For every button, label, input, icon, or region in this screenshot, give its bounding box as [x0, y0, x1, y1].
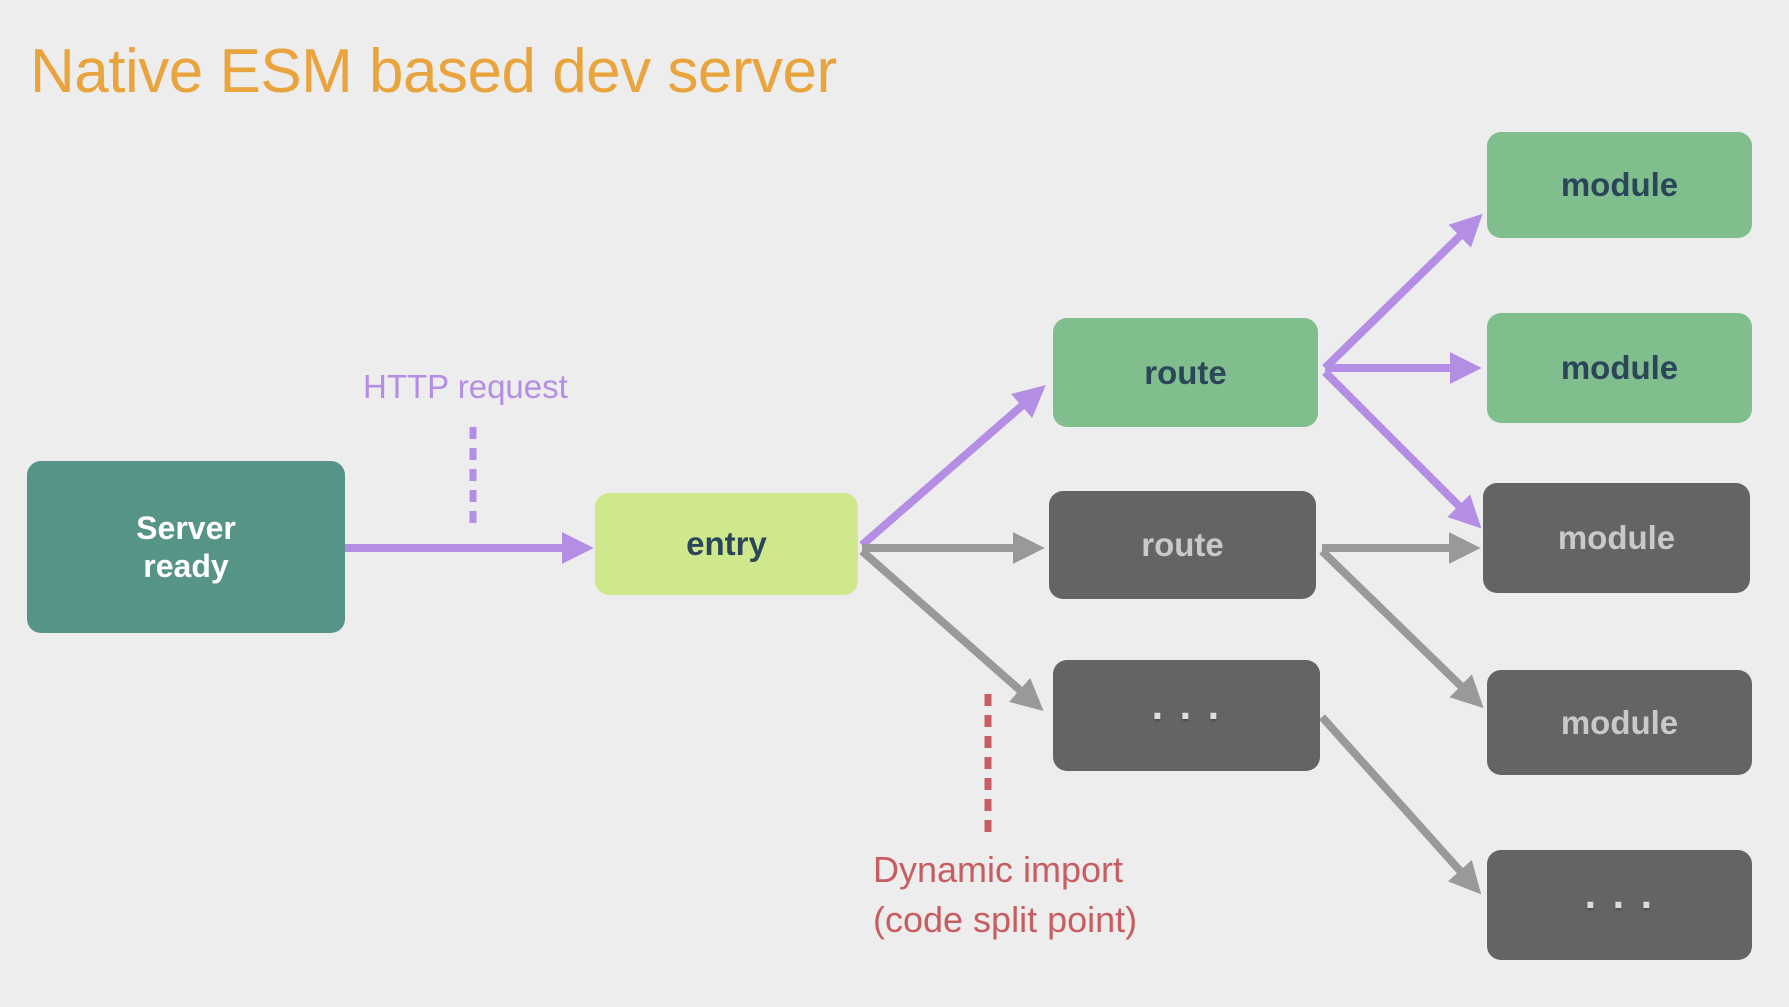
arrow-dots-mid-to-dots-bottom [1319, 714, 1482, 895]
node-module-fourth-label: module [1560, 703, 1679, 741]
dynamic-import-label-line1: Dynamic import [873, 849, 1124, 890]
node-entry: entry [595, 493, 858, 595]
arrow-route-gray-to-module-fourth [1319, 548, 1484, 709]
node-module-top-label: module [1560, 166, 1679, 203]
dynamic-import-label-line2: (code split point) [873, 898, 1138, 940]
dynamic-import-label: Dynamic import (code split point) [873, 845, 1137, 944]
node-route-gray: route [1049, 491, 1316, 599]
node-module-top: module [1487, 132, 1752, 238]
arrow-entry-to-route-green [859, 385, 1046, 549]
arrow-route-green-to-module-top [1322, 213, 1483, 371]
node-module-second-label: module [1560, 349, 1679, 386]
node-route-green: route [1053, 318, 1318, 427]
node-ellipsis-mid-label: ··· [1151, 691, 1236, 739]
arrow-route-green-to-module-third [1322, 369, 1482, 529]
node-server-ready-label: Server ready [136, 509, 236, 584]
node-ellipsis-bottom: ··· [1487, 850, 1752, 960]
page-title: Native ESM based dev server [30, 37, 837, 106]
node-module-third: module [1483, 483, 1750, 593]
node-server-ready: Server ready [27, 461, 345, 633]
node-module-second: module [1487, 313, 1752, 423]
node-ellipsis-bottom-label: ··· [1584, 881, 1669, 928]
node-entry-label: entry [686, 525, 767, 562]
http-request-label: HTTP request [363, 368, 568, 405]
arrow-entry-to-dots-mid [859, 547, 1044, 712]
node-module-third-label: module [1557, 519, 1676, 556]
node-module-fourth: module [1487, 670, 1752, 775]
node-ellipsis-mid: ··· [1053, 660, 1320, 771]
node-route-gray-label: route [1141, 526, 1224, 563]
node-route-green-label: route [1144, 353, 1227, 391]
